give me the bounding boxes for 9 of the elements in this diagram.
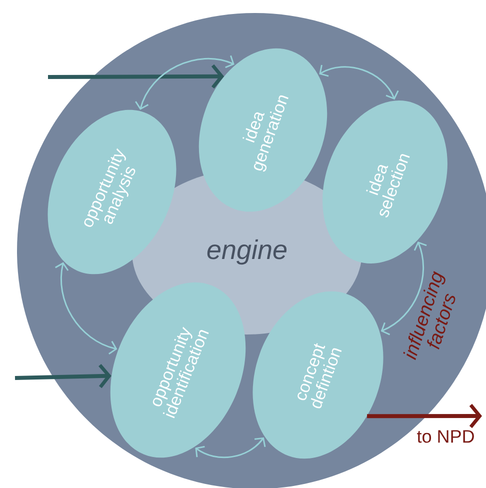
arrow — [135, 55, 234, 110]
arrow — [48, 64, 224, 89]
arrow — [14, 364, 112, 388]
edge-label: to NPD — [417, 430, 474, 443]
arrow — [380, 241, 427, 336]
arrow — [195, 437, 266, 458]
arrow — [55, 262, 118, 355]
arrow — [319, 64, 399, 100]
arrow — [367, 404, 482, 428]
